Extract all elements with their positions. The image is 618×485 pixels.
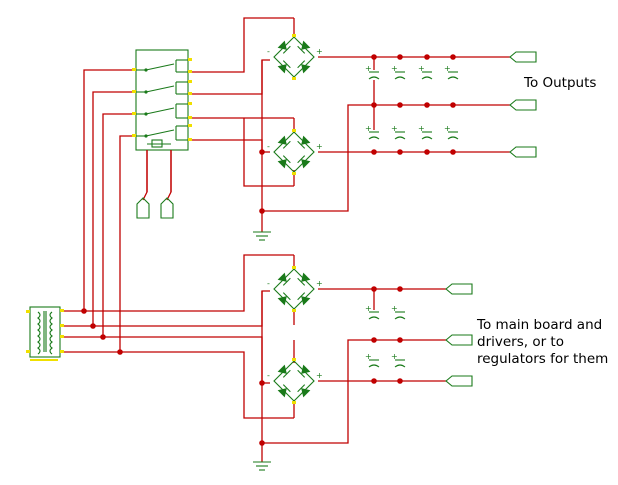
connector-icon [445,51,537,387]
wire-sec-b [60,91,136,327]
capacitor: + [391,304,406,320]
wire-sec-d [60,135,136,353]
transformer-icon [26,306,64,361]
capacitor: + [365,352,380,368]
junction-dot [450,54,456,60]
junction-dot [397,102,403,108]
capacitor: + [418,124,433,140]
svg-text:+: + [444,124,451,133]
main-board-label-line1: To main board and [477,317,603,333]
capacitor: + [365,124,380,140]
svg-text:-: - [267,47,270,56]
junction-dot [259,440,265,446]
wire-lower-3 [103,336,263,383]
svg-text:-: - [267,371,270,380]
svg-text:+: + [391,64,398,73]
junction-dot [259,149,265,155]
bridge-rectifier: +- [267,266,323,312]
fuse-icon [136,150,174,219]
junction-dot [117,349,123,355]
wire-sw-2 [188,60,263,95]
svg-text:+: + [316,371,323,380]
capacitor: + [391,64,406,80]
svg-text:-: - [267,142,270,151]
junction-dot [371,337,377,343]
junction-dot [371,378,377,384]
svg-text:+: + [365,304,372,313]
bridge-rectifier-icon: +-+-+-+- [267,34,323,404]
capacitor: + [444,124,459,140]
wire-upper-ct [262,104,510,212]
junction-dot [424,149,430,155]
ground-icon [253,231,271,471]
svg-text:+: + [391,304,398,313]
wire-b1-neg [261,59,270,211]
svg-text:+: + [391,124,398,133]
capacitor: + [391,352,406,368]
svg-text:+: + [418,124,425,133]
svg-text:+: + [316,47,323,56]
junction-dot [371,102,377,108]
outputs-label: To Outputs [524,75,597,91]
svg-text:+: + [391,352,398,361]
junction-dot [424,54,430,60]
junction-dot [397,149,403,155]
wire-lower-2 [93,291,263,327]
svg-text:+: + [444,64,451,73]
bridge-rectifier: +- [267,34,323,80]
capacitor: + [365,64,380,80]
svg-text:+: + [365,352,372,361]
capacitor: + [444,64,459,80]
junction-dot [397,286,403,292]
wire-lower-ct [262,339,446,444]
wire-sw-6 [243,118,294,187]
main-board-label-line3: regulators for them [477,351,609,367]
junction-dot [371,286,377,292]
wire-lower-1 [84,254,294,312]
switch-block-icon [132,49,192,151]
junction-dot [397,378,403,384]
junction-dot [397,54,403,60]
junction-dot [81,308,87,314]
junction-dot [450,102,456,108]
junction-dot [371,54,377,60]
wire-sw-4 [188,139,263,152]
wire-sec-a [60,69,136,312]
svg-text:+: + [365,64,372,73]
wire-b3-neg [261,290,270,443]
bridge-rectifier: +- [267,358,323,404]
junction-dot [450,149,456,155]
junction-dot [371,149,377,155]
junction-dot [259,380,265,386]
capacitor-icon: + + + + + + + + + + + + [365,64,459,368]
wire-sw-1 [188,17,294,73]
junction-dot [397,337,403,343]
junction-dot [100,334,106,340]
junctions [81,54,456,446]
svg-text:-: - [267,279,270,288]
wire-sec-c [60,113,136,338]
svg-text:+: + [418,64,425,73]
svg-text:+: + [365,124,372,133]
junction-dot [259,208,265,214]
svg-text:+: + [316,279,323,288]
junction-dot [90,323,96,329]
svg-text:+: + [316,142,323,151]
capacitor: + [365,304,380,320]
junction-dot [424,102,430,108]
main-board-label-line2: drivers, or to [477,334,564,350]
bridge-rectifier: +- [267,129,323,175]
capacitor: + [391,124,406,140]
capacitor: + [418,64,433,80]
wire-lower-4 [120,351,294,419]
